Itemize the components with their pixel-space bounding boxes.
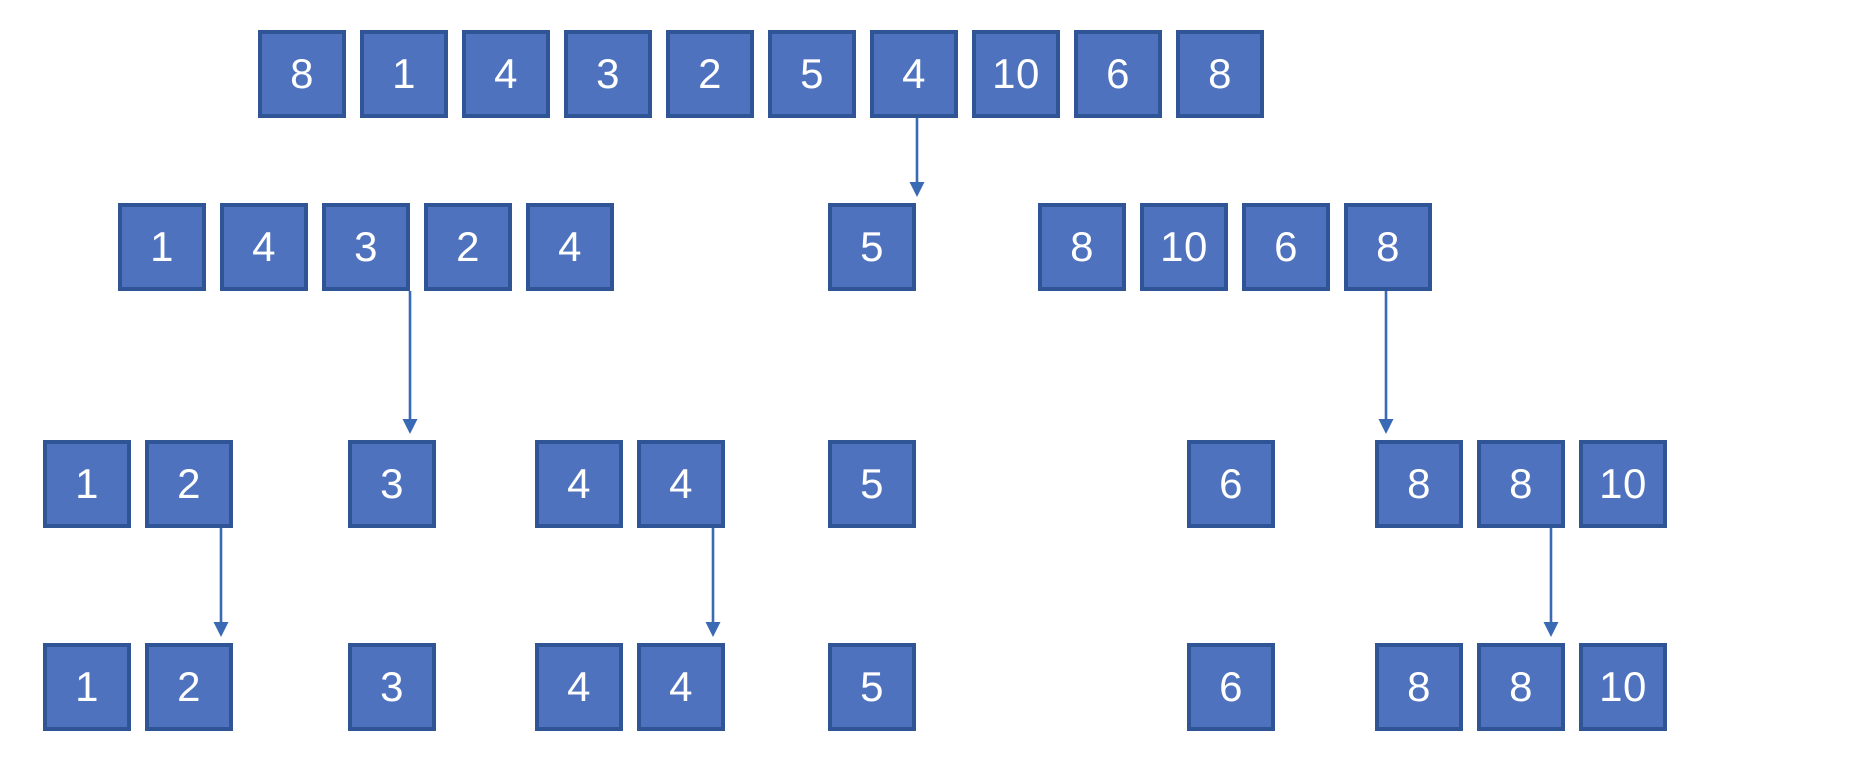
array-cell[interactable]: 4 (220, 203, 308, 291)
array-cell[interactable]: 2 (666, 30, 754, 118)
array-cell[interactable]: 4 (637, 440, 725, 528)
array-cell[interactable]: 1 (360, 30, 448, 118)
array-cell[interactable]: 8 (1375, 643, 1463, 731)
array-cell[interactable]: 10 (1579, 440, 1667, 528)
array-cell[interactable]: 3 (322, 203, 410, 291)
array-cell[interactable]: 6 (1242, 203, 1330, 291)
array-cell[interactable]: 2 (145, 643, 233, 731)
array-cell[interactable]: 2 (424, 203, 512, 291)
array-cell[interactable]: 3 (564, 30, 652, 118)
array-cell[interactable]: 8 (1038, 203, 1126, 291)
array-cell[interactable]: 1 (43, 440, 131, 528)
array-cell[interactable]: 5 (828, 643, 916, 731)
array-cell[interactable]: 6 (1187, 643, 1275, 731)
array-cell[interactable]: 3 (348, 643, 436, 731)
array-cell[interactable]: 8 (1176, 30, 1264, 118)
array-cell[interactable]: 4 (870, 30, 958, 118)
array-cell[interactable]: 1 (43, 643, 131, 731)
array-cell[interactable]: 6 (1187, 440, 1275, 528)
array-cell[interactable]: 8 (258, 30, 346, 118)
array-cell[interactable]: 8 (1375, 440, 1463, 528)
array-cell[interactable]: 8 (1344, 203, 1432, 291)
array-cell[interactable]: 4 (526, 203, 614, 291)
array-cell[interactable]: 5 (768, 30, 856, 118)
array-cell[interactable]: 4 (535, 643, 623, 731)
array-cell[interactable]: 4 (535, 440, 623, 528)
array-cell[interactable]: 10 (1579, 643, 1667, 731)
array-cell[interactable]: 10 (972, 30, 1060, 118)
array-cell[interactable]: 6 (1074, 30, 1162, 118)
array-cell[interactable]: 8 (1477, 643, 1565, 731)
array-cell[interactable]: 4 (637, 643, 725, 731)
array-cell[interactable]: 8 (1477, 440, 1565, 528)
array-cell[interactable]: 4 (462, 30, 550, 118)
array-cell[interactable]: 2 (145, 440, 233, 528)
array-cell[interactable]: 3 (348, 440, 436, 528)
array-cell[interactable]: 10 (1140, 203, 1228, 291)
array-cell[interactable]: 5 (828, 203, 916, 291)
array-cell[interactable]: 5 (828, 440, 916, 528)
array-cell[interactable]: 1 (118, 203, 206, 291)
